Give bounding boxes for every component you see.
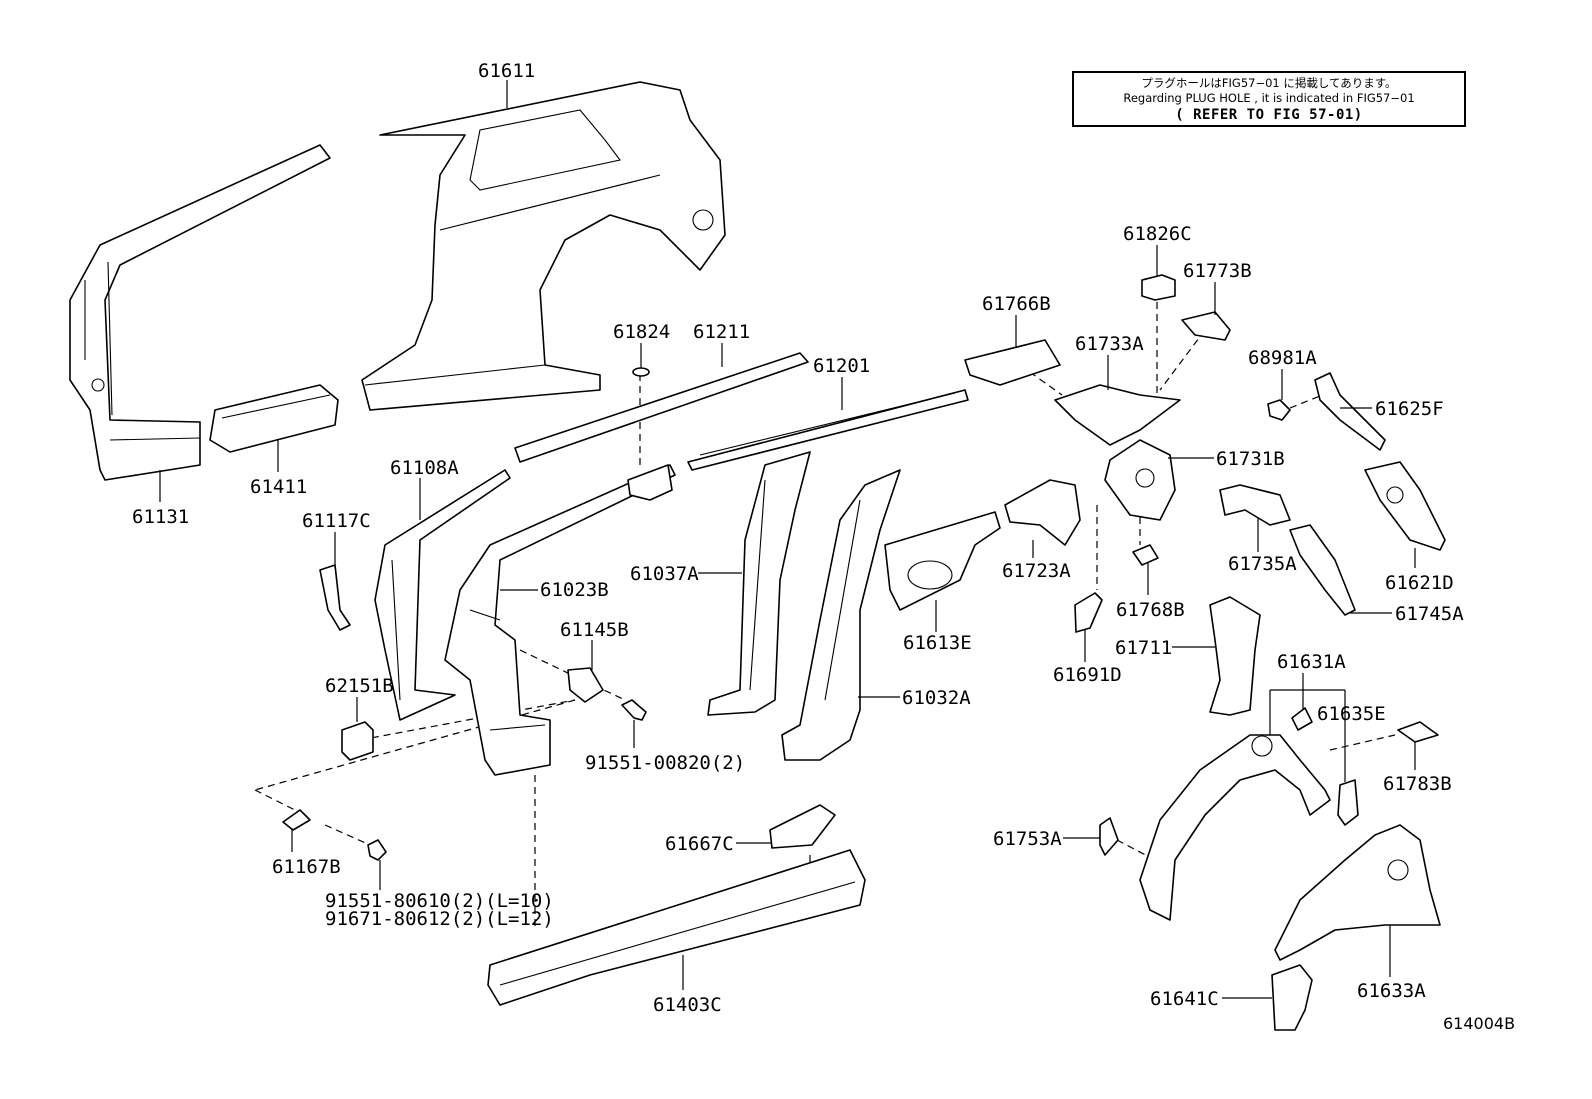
part-61635E-shape bbox=[1291, 707, 1359, 826]
label-61635E: 61635E bbox=[1317, 703, 1386, 725]
label-61768B: 61768B bbox=[1116, 599, 1185, 621]
part-61691D-shape bbox=[1074, 592, 1103, 633]
bolt-91551-00820-shape bbox=[621, 699, 647, 721]
part-61731B-shape bbox=[1104, 439, 1176, 521]
label-61641C: 61641C bbox=[1150, 988, 1219, 1010]
label-61773B: 61773B bbox=[1183, 260, 1252, 282]
part-61773B-shape bbox=[1181, 311, 1231, 341]
part-61723A-shape bbox=[1004, 479, 1081, 546]
label-61032A: 61032A bbox=[902, 687, 971, 709]
label-61211: 61211 bbox=[693, 321, 750, 343]
leader-lines bbox=[159, 80, 1416, 999]
label-61711: 61711 bbox=[1115, 637, 1172, 659]
note-english-line: Regarding PLUG HOLE , it is indicated in… bbox=[1123, 91, 1415, 105]
part-61733A-shape bbox=[1054, 384, 1181, 446]
label-61023B: 61023B bbox=[540, 579, 609, 601]
label-61037A: 61037A bbox=[630, 563, 699, 585]
part-61117C-shape bbox=[319, 564, 351, 631]
part-labels: 61611 61131 61411 61824 61211 61201 6176… bbox=[132, 60, 1464, 1016]
part-61108A-shape bbox=[374, 469, 511, 721]
label-61783B: 61783B bbox=[1383, 773, 1452, 795]
label-61826C: 61826C bbox=[1123, 223, 1192, 245]
part-61037A-shape bbox=[707, 451, 811, 716]
note-reference-line: ( REFER TO FIG 57-01) bbox=[1175, 107, 1363, 123]
note-japanese-line: プラグホールはFIG57−01 に掲載してあります。 bbox=[1141, 76, 1397, 90]
label-61631A: 61631A bbox=[1277, 651, 1346, 673]
part-61411-shape bbox=[209, 384, 339, 453]
part-68981A-shape bbox=[1267, 399, 1291, 421]
label-91551-80610: 91551-80610(2)(L=10) bbox=[325, 890, 554, 912]
label-61735A: 61735A bbox=[1228, 553, 1297, 575]
label-61766B: 61766B bbox=[982, 293, 1051, 315]
part-61613E-shape bbox=[884, 511, 1001, 611]
label-61117C: 61117C bbox=[302, 510, 371, 532]
label-61403C: 61403C bbox=[653, 994, 722, 1016]
label-61633A: 61633A bbox=[1357, 980, 1426, 1002]
part-61201-shape bbox=[687, 389, 969, 471]
label-61625F: 61625F bbox=[1375, 398, 1444, 420]
plug-hole-note: プラグホールはFIG57−01 に掲載してあります。 Regarding PLU… bbox=[1072, 71, 1466, 127]
label-61731B: 61731B bbox=[1216, 448, 1285, 470]
part-61625F-shape bbox=[1314, 372, 1386, 451]
part-61824-shape bbox=[632, 367, 650, 377]
part-61735A-shape bbox=[1219, 484, 1291, 526]
label-91551-00820: 91551-00820(2) bbox=[585, 752, 745, 774]
label-68981A: 68981A bbox=[1248, 347, 1317, 369]
bolt-91551-80610-shape bbox=[367, 839, 387, 861]
part-61403C-shape bbox=[487, 849, 866, 1006]
part-61211-shape bbox=[514, 352, 809, 463]
part-61768B-shape bbox=[1132, 544, 1159, 566]
label-61145B: 61145B bbox=[560, 619, 629, 641]
label-61745A: 61745A bbox=[1395, 603, 1464, 625]
part-61766B-shape bbox=[964, 339, 1061, 386]
part-61745A-shape bbox=[1289, 524, 1356, 616]
part-61753A-shape bbox=[1099, 817, 1119, 856]
label-61691D: 61691D bbox=[1053, 664, 1122, 686]
label-61108A: 61108A bbox=[390, 457, 459, 479]
part-61641C-shape bbox=[1271, 964, 1313, 1031]
label-91671-80612: 91671-80612(2)(L=12) bbox=[325, 908, 554, 930]
label-61411: 61411 bbox=[250, 476, 307, 498]
label-61167B: 61167B bbox=[272, 856, 341, 878]
label-61723A: 61723A bbox=[1002, 560, 1071, 582]
label-61613E: 61613E bbox=[903, 632, 972, 654]
figure-id: 614004B bbox=[1443, 1014, 1516, 1033]
label-61753A: 61753A bbox=[993, 828, 1062, 850]
label-61824: 61824 bbox=[613, 321, 670, 343]
part-61167B-shape bbox=[282, 809, 311, 831]
label-61621D: 61621D bbox=[1385, 572, 1454, 594]
label-62151B: 62151B bbox=[325, 675, 394, 697]
label-61131: 61131 bbox=[132, 506, 189, 528]
part-61633A-shape bbox=[1274, 824, 1441, 961]
part-61621D-shape bbox=[1364, 461, 1446, 551]
part-61023B-shape bbox=[444, 464, 676, 776]
part-61783B-shape bbox=[1397, 721, 1439, 743]
label-61611: 61611 bbox=[478, 60, 535, 82]
part-61667C-shape bbox=[769, 804, 836, 849]
part-61131-shape bbox=[69, 144, 331, 481]
part-61032A-shape bbox=[781, 469, 901, 761]
part-62151B-shape bbox=[341, 721, 374, 761]
part-61826C-shape bbox=[1141, 274, 1176, 301]
label-61667C: 61667C bbox=[665, 833, 734, 855]
label-61201: 61201 bbox=[813, 355, 870, 377]
label-61733A: 61733A bbox=[1075, 333, 1144, 355]
part-61611-shape bbox=[361, 81, 726, 411]
part-61631A-shape bbox=[1139, 734, 1331, 921]
part-61145B-shape bbox=[567, 667, 604, 703]
part-61711-shape bbox=[1209, 596, 1261, 716]
